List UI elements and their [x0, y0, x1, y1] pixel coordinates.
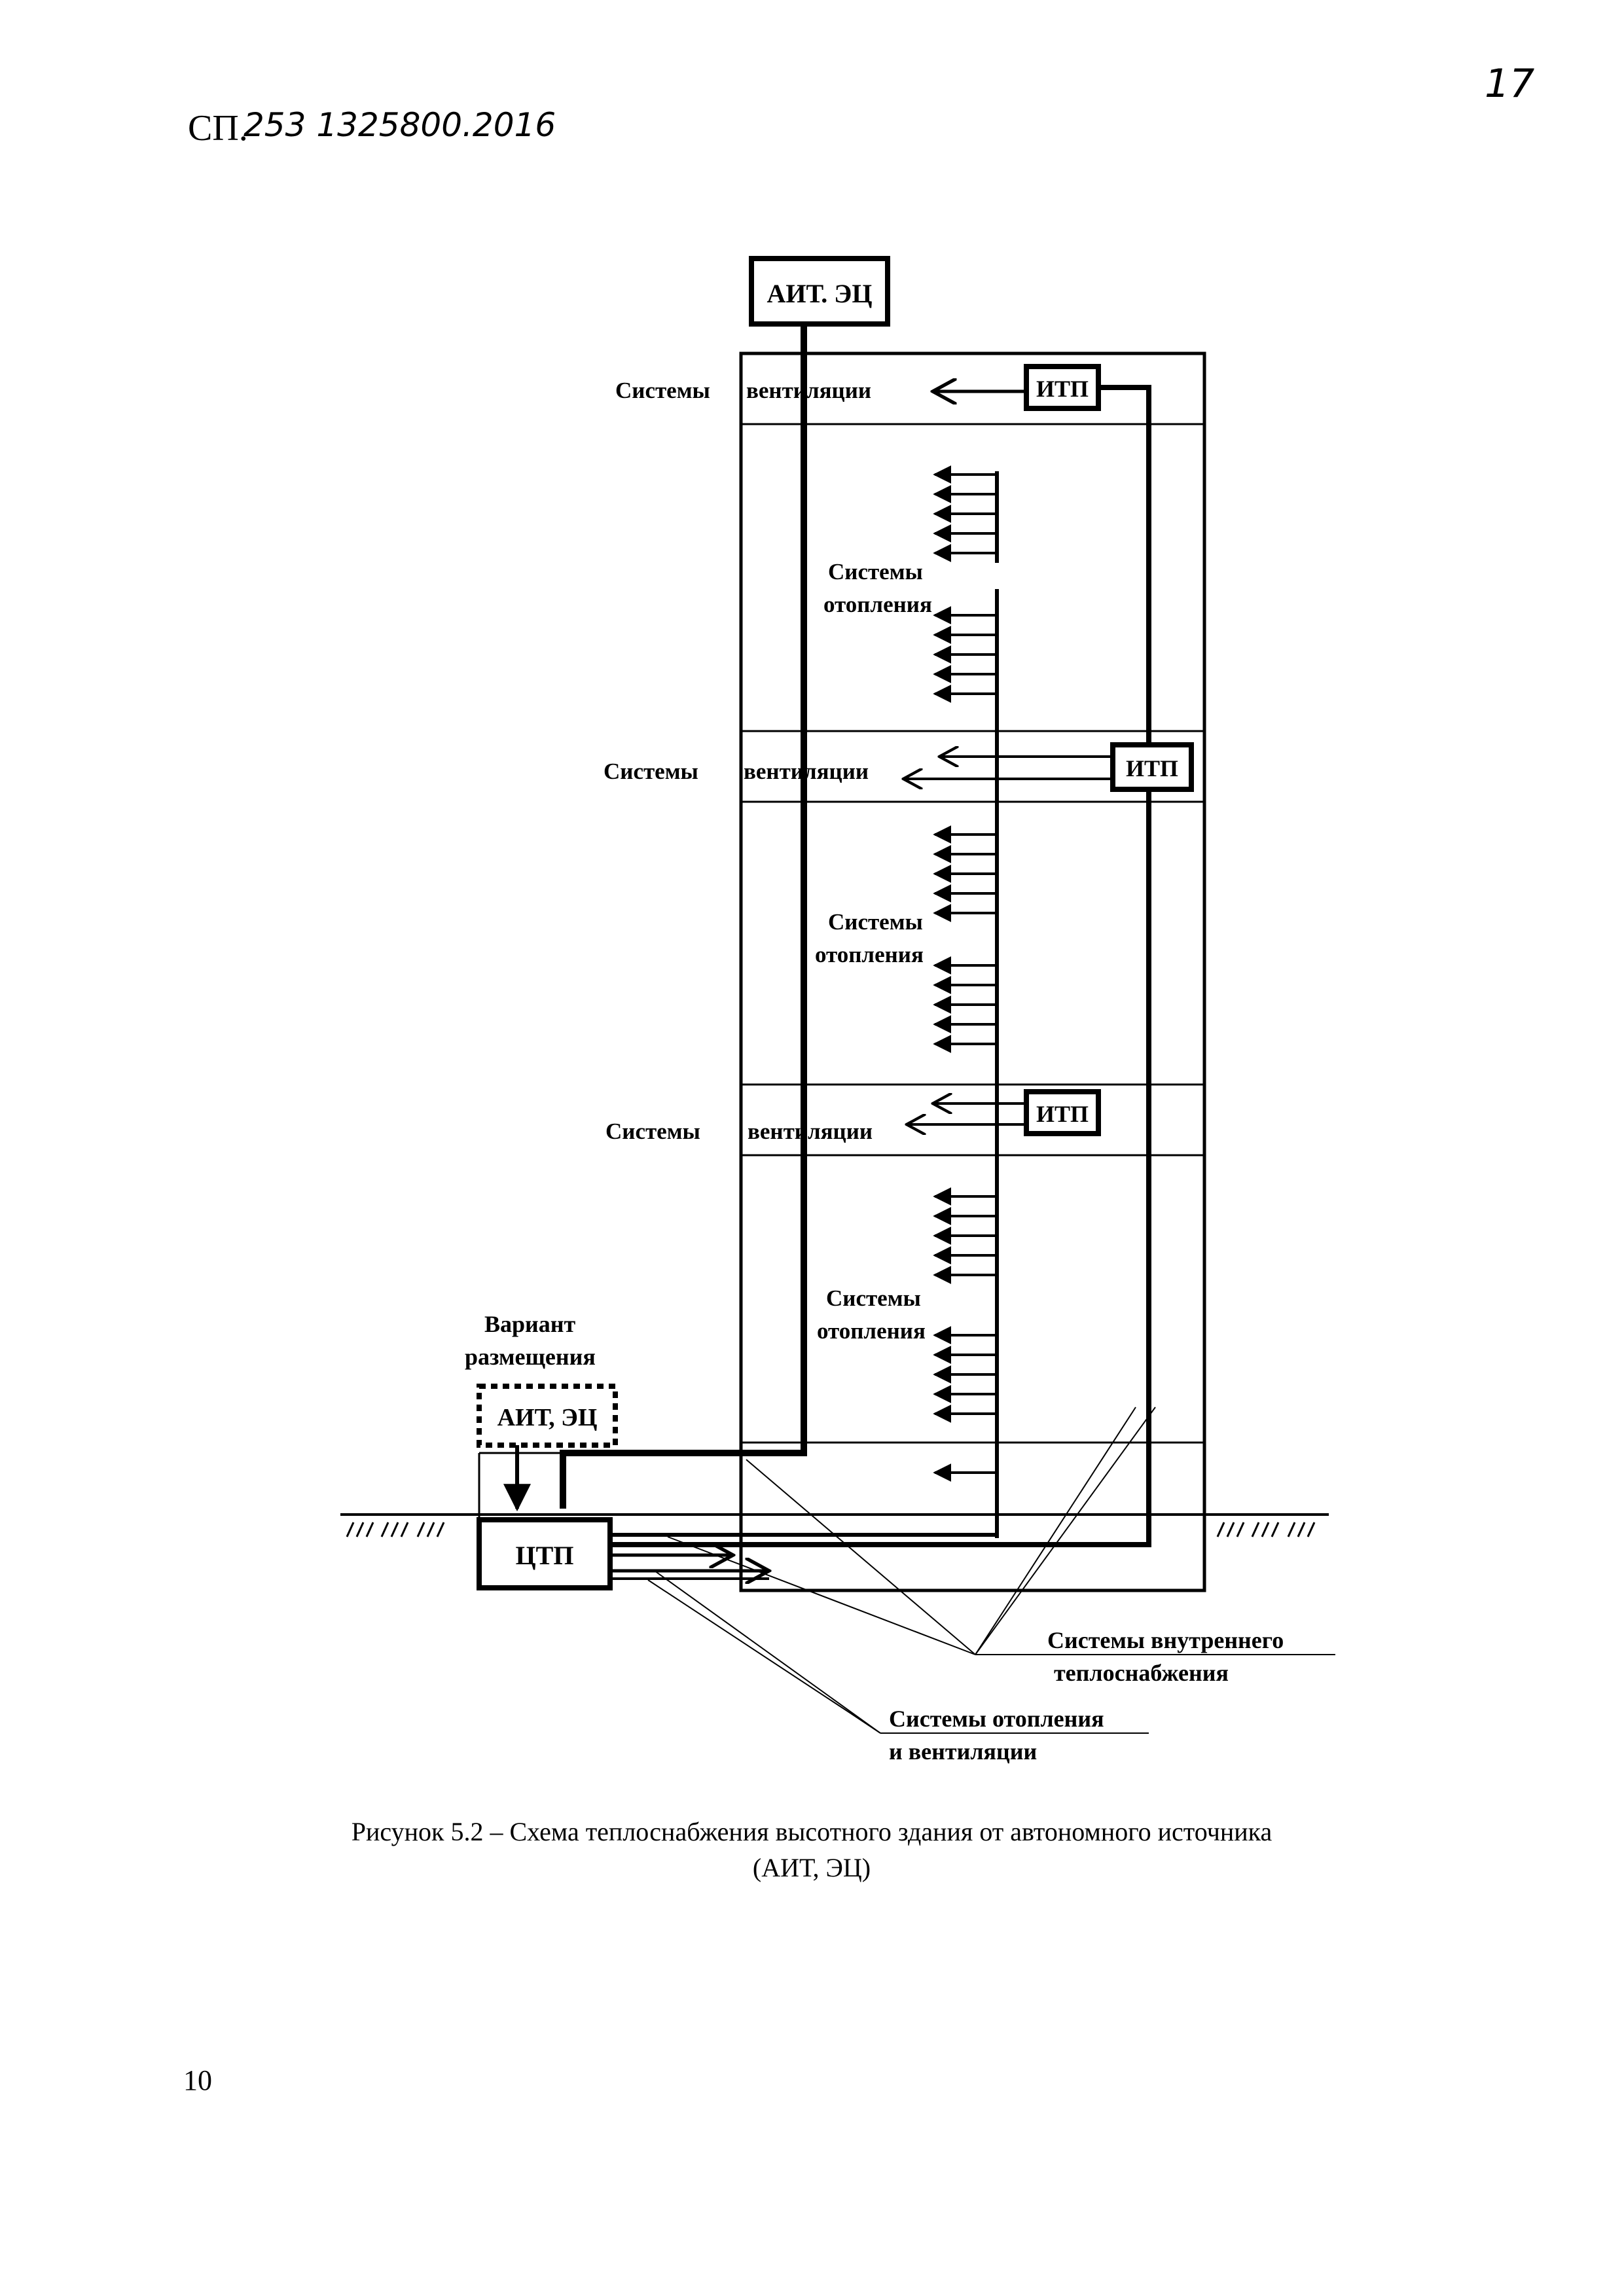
floor-lines	[741, 423, 1204, 1444]
variant-box	[477, 1384, 618, 1448]
internal-supply-label-1: Системы внутреннего	[1047, 1627, 1284, 1653]
vent-label-right-2: вентиляции	[744, 759, 869, 784]
itp-box-top-label: ИТП	[1036, 376, 1089, 402]
ctp-box-label: ЦТП	[516, 1541, 574, 1570]
itp-box-bottom	[1024, 1089, 1101, 1136]
leader-lines	[647, 1407, 1335, 1734]
ground-line	[340, 1513, 1329, 1537]
vent-label-left-1: Системы	[615, 378, 710, 403]
internal-supply-label-2: теплоснабжения	[1054, 1660, 1229, 1686]
heating-vent-label-1: Системы отопления	[889, 1706, 1104, 1732]
figure-caption-line1: Рисунок 5.2 – Схема теплоснабжения высот…	[352, 1817, 1272, 1846]
building-outline	[739, 351, 1206, 1592]
page-number: 10	[183, 2064, 212, 2096]
heating-label-1a: Системы	[828, 559, 923, 584]
heating-branch-arrows	[933, 465, 997, 1482]
vent-label-left-3: Системы	[605, 1119, 700, 1144]
variant-label-line1: Вариант	[484, 1311, 576, 1337]
variant-box-label: АИТ, ЭЦ	[497, 1404, 598, 1431]
main-riser-pipe	[560, 324, 807, 1509]
itp-box-middle	[1110, 742, 1194, 792]
heating-label-3b: отопления	[817, 1318, 926, 1344]
heating-label-1b: отопления	[823, 592, 932, 617]
figure-caption-line2: (АИТ, ЭЦ)	[753, 1853, 871, 1882]
source-box-top	[749, 256, 890, 327]
heating-label-3a: Системы	[826, 1285, 921, 1311]
doc-prefix: СП.	[188, 108, 248, 149]
vent-label-right-1: вентиляции	[746, 378, 871, 403]
itp-riser-pipe	[605, 385, 1151, 1547]
heating-label-2a: Системы	[828, 909, 923, 935]
heating-vent-label-2: и вентиляции	[889, 1738, 1037, 1765]
vent-label-right-3: вентиляции	[748, 1119, 873, 1144]
vent-label-left-2: Системы	[604, 759, 698, 784]
page-number-handwritten: 17	[1485, 61, 1534, 107]
itp-box-bottom-label: ИТП	[1036, 1101, 1089, 1127]
doc-number-handwritten: 253 1325800.2016	[244, 106, 556, 144]
variant-label-line2: размещения	[465, 1344, 596, 1370]
source-box-top-label: АИТ. ЭЦ	[767, 279, 873, 308]
itp-box-top	[1024, 364, 1101, 411]
itp-box-middle-label: ИТП	[1126, 755, 1178, 781]
heating-label-2b: отопления	[815, 942, 924, 967]
